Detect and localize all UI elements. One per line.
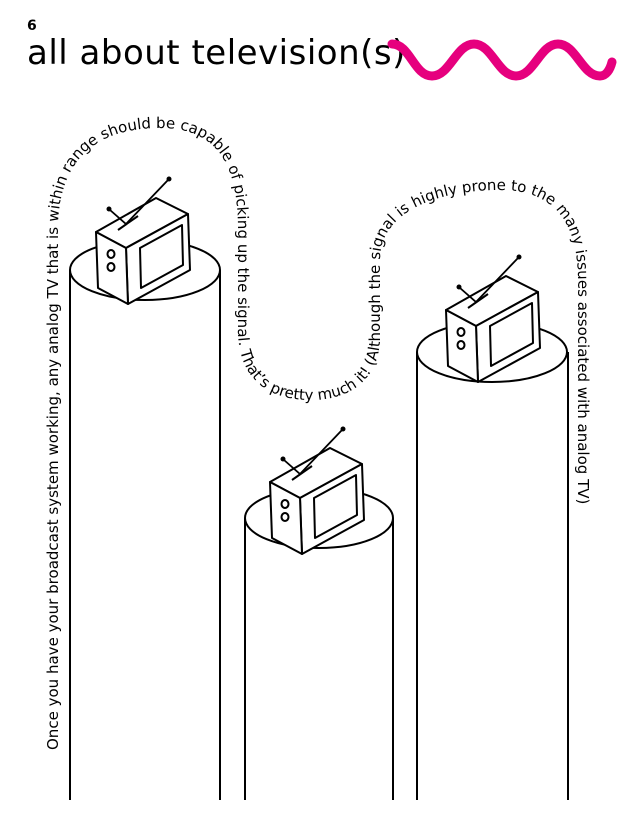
body-text-path: Once you have your broadcast system work… xyxy=(44,114,592,750)
page-number: 6 xyxy=(27,18,37,34)
pedestal-cylinder-left xyxy=(69,239,221,800)
body-text: Once you have your broadcast system work… xyxy=(44,114,592,750)
wave-decoration xyxy=(387,39,617,81)
page-title: all about television(s) xyxy=(27,33,406,73)
pedestal-cylinder-right xyxy=(416,321,569,800)
